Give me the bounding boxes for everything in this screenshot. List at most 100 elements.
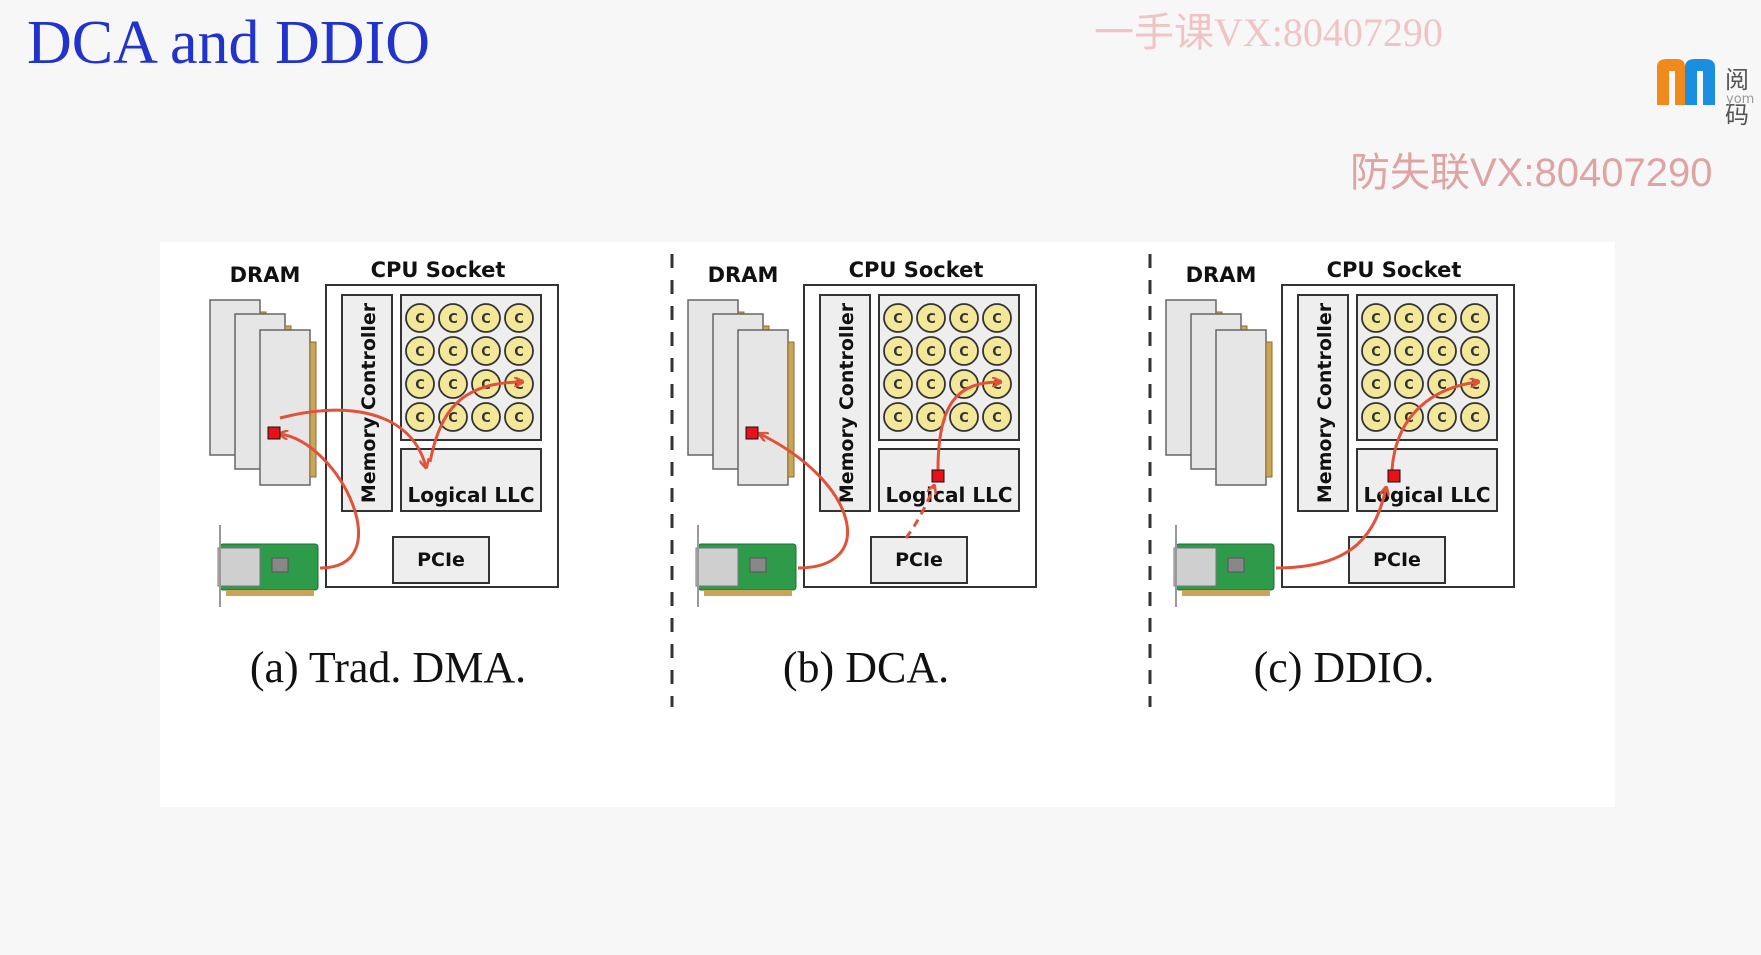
nic-chip [271,557,289,573]
cpu-core [982,402,1012,432]
cpu-core [471,336,501,366]
nic-chip [749,557,767,573]
cpu-core-label: C [1404,312,1414,327]
cpu-core-label: C [1470,378,1480,393]
cpu-core-label: C [1371,411,1381,426]
panel-caption: (b) DCA. [783,643,949,692]
cpu-core [1361,402,1391,432]
cpu-core [949,402,979,432]
cpu-core-label: C [448,378,458,393]
cpu-core [949,303,979,333]
cpu-core-label: C [1437,345,1447,360]
cpu-core [405,336,435,366]
cpu-core [1427,402,1457,432]
cpu-socket-label: CPU Socket [849,258,984,282]
cpu-core-label: C [448,411,458,426]
cpu-core [471,402,501,432]
cpu-core [438,303,468,333]
cpu-core-label: C [415,411,425,426]
flow-arrow-llc-to-core [1390,382,1478,471]
cpu-core-label: C [514,411,524,426]
cpu-core-label: C [926,378,936,393]
cpu-core [1361,336,1391,366]
cpu-core-label: C [415,312,425,327]
panel-caption: (c) DDIO. [1254,643,1435,692]
cpu-core-label: C [1371,378,1381,393]
logical-llc-label: Logical LLC [408,483,535,507]
watermark-middle: 防失联VX:80407290 [1350,151,1713,195]
flow-arrow-pcie-to-llc [904,486,934,539]
nic-port [1173,547,1217,587]
cpu-core [504,336,534,366]
cpu-core-label: C [514,378,524,393]
nic-contacts [1182,590,1270,596]
cpu-core [471,303,501,333]
cpu-core-label: C [992,411,1002,426]
cpu-core [1460,303,1490,333]
dram-module [1215,329,1267,486]
pcie-block [870,536,968,584]
cpu-core-label: C [514,312,524,327]
packet-marker [931,469,945,483]
memory-controller-label: Memory Controller [1314,302,1336,503]
logical-llc-label: Logical LLC [886,483,1013,507]
packet-marker [1387,469,1401,483]
packet-marker [267,426,281,440]
cpu-core-label: C [959,312,969,327]
cpu-core [916,336,946,366]
dram-contacts [787,341,795,478]
watermark-top: 一手课VX:80407290 [1094,10,1443,55]
cpu-core-label: C [959,378,969,393]
nic-contacts [704,590,792,596]
cpu-core-label: C [959,345,969,360]
cpu-core [883,336,913,366]
memory-controller [819,294,871,512]
flow-arrow-dram-to-llc [279,408,426,467]
cpu-core-label: C [1470,411,1480,426]
cpu-core [883,303,913,333]
cpu-core-label: C [481,411,491,426]
cpu-core [1361,369,1391,399]
cpu-core-label: C [959,411,969,426]
dram-contacts [309,341,317,478]
flow-arrow-llc-to-core [936,382,1000,471]
memory-controller [341,294,393,512]
cpu-core-label: C [992,312,1002,327]
cpu-core [504,303,534,333]
cpu-core-label: C [1371,312,1381,327]
dram-label: DRAM [708,263,779,287]
nic-port [217,547,261,587]
cpu-core [1361,303,1391,333]
pcie-block [1348,536,1446,584]
cpu-core [1394,369,1424,399]
cpu-core-label: C [1437,378,1447,393]
flow-arrow-llc-to-core [428,382,522,463]
cpu-core [883,402,913,432]
cpu-core [1427,369,1457,399]
packet-marker [745,426,759,440]
cpu-core [916,369,946,399]
cpu-socket-label: CPU Socket [1327,258,1462,282]
cpu-core-label: C [992,345,1002,360]
cpu-core-label: C [926,411,936,426]
dram-module [259,329,311,486]
cpu-core [405,369,435,399]
cpu-core-label: C [1470,312,1480,327]
cpu-core [1394,303,1424,333]
cpu-core-label: C [1404,378,1414,393]
pcie-label: PCIe [417,549,465,571]
cpu-core [405,402,435,432]
cpu-core [883,369,913,399]
cpu-core-label: C [893,411,903,426]
cpu-core-label: C [893,378,903,393]
cpu-core [405,303,435,333]
slide-title: DCA and DDIO [27,9,430,77]
cpu-core [438,402,468,432]
cpu-core [1460,336,1490,366]
flow-arrow-nic-to-dram [760,434,849,570]
logical-llc [1356,448,1498,512]
